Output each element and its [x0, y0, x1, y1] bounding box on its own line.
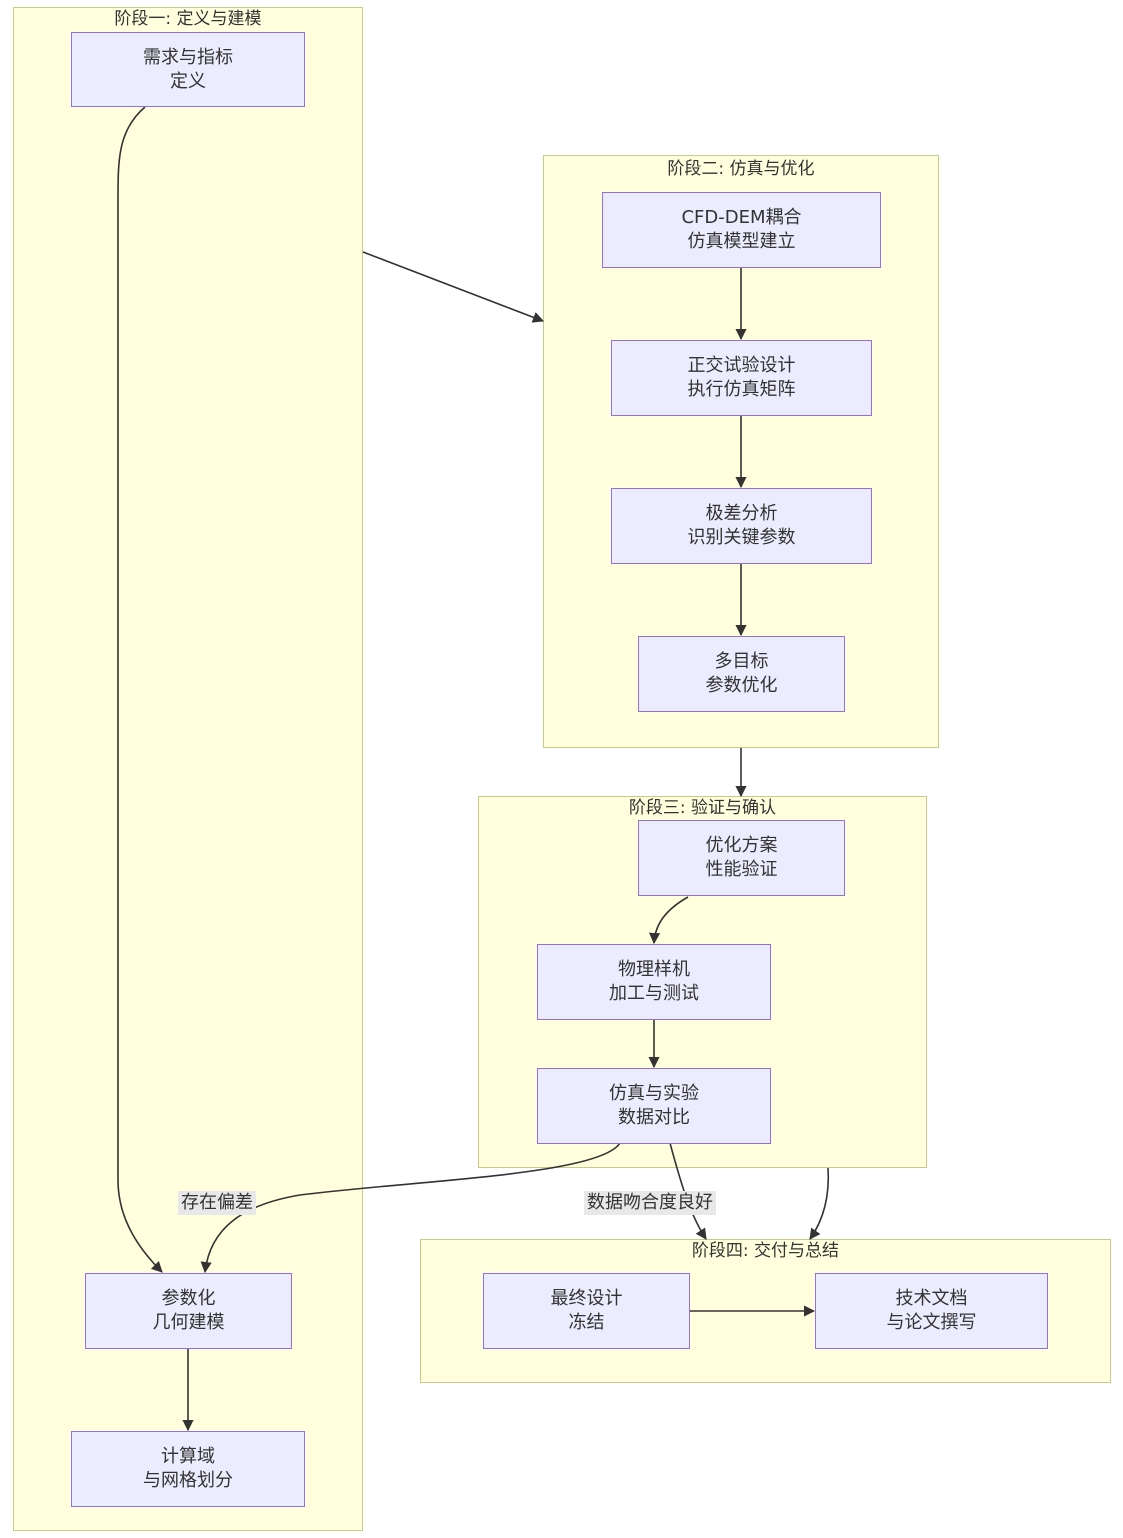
edge-stage1-to-stage2 [362, 251, 545, 323]
node-multi-objective-line1: 多目标 [714, 651, 769, 672]
stage-2-title: 阶段二: 仿真与优化 [667, 159, 815, 179]
edge-compare-to-param [200, 1142, 621, 1274]
node-mesh-line2: 与网格划分 [143, 1470, 233, 1491]
edge-req-to-param [117, 106, 163, 1273]
node-verification-line2: 性能验证 [705, 859, 778, 880]
node-prototype-line1: 物理样机 [618, 959, 690, 980]
node-verification[interactable]: 优化方案性能验证 [638, 820, 845, 896]
node-requirements-line2: 定义 [170, 70, 206, 92]
node-orthogonal-line2: 执行仿真矩阵 [687, 379, 796, 400]
node-cfd-dem-line1: CFD-DEM耦合 [681, 207, 802, 228]
stage-3-title: 阶段三: 验证与确认 [628, 798, 777, 818]
edge-stage3-to-stage4 [809, 1167, 830, 1240]
stage-4-title: 阶段四: 交付与总结 [691, 1241, 840, 1261]
node-documentation-line2: 与论文撰写 [886, 1312, 977, 1333]
node-comparison[interactable]: 仿真与实验数据对比 [537, 1068, 771, 1144]
node-orthogonal-line1: 正交试验设计 [687, 355, 796, 376]
node-freeze-design[interactable]: 最终设计冻结 [483, 1273, 690, 1349]
edge-verify-to-proto [648, 896, 689, 945]
node-cfd-dem-line2: 仿真模型建立 [687, 231, 796, 252]
edge-label-good-fit: 数据吻合度良好 [584, 1191, 716, 1215]
node-range-analysis-line2: 识别关键参数 [687, 527, 796, 548]
node-orthogonal[interactable]: 正交试验设计执行仿真矩阵 [611, 340, 872, 416]
node-prototype[interactable]: 物理样机加工与测试 [537, 944, 771, 1020]
node-comparison-line2: 数据对比 [618, 1107, 690, 1128]
node-freeze-design-line1: 最终设计 [550, 1288, 623, 1309]
node-mesh[interactable]: 计算域与网格划分 [71, 1431, 305, 1507]
node-parametric-modeling-line1: 参数化 [161, 1288, 216, 1309]
node-parametric-modeling-line2: 几何建模 [152, 1312, 225, 1333]
node-multi-objective[interactable]: 多目标参数优化 [638, 636, 845, 712]
node-mesh-line1: 计算域 [161, 1446, 215, 1467]
node-verification-line1: 优化方案 [705, 835, 778, 856]
node-documentation[interactable]: 技术文档与论文撰写 [815, 1273, 1048, 1349]
node-documentation-line1: 技术文档 [895, 1288, 968, 1309]
node-multi-objective-line2: 参数优化 [705, 675, 778, 696]
node-requirements[interactable]: 需求与指标定义 [71, 32, 305, 107]
node-range-analysis[interactable]: 极差分析识别关键参数 [611, 488, 872, 564]
node-range-analysis-line1: 极差分析 [705, 503, 778, 524]
edge-label-deviation: 存在偏差 [178, 1191, 256, 1215]
node-freeze-design-line2: 冻结 [568, 1312, 605, 1333]
node-prototype-line2: 加工与测试 [609, 983, 699, 1004]
node-comparison-line1: 仿真与实验 [609, 1083, 699, 1104]
node-requirements-line1: 需求与指标 [143, 46, 233, 68]
stage-1-title: 阶段一: 定义与建模 [114, 9, 262, 29]
node-cfd-dem[interactable]: CFD-DEM耦合仿真模型建立 [602, 192, 881, 268]
node-parametric-modeling[interactable]: 参数化几何建模 [85, 1273, 292, 1349]
